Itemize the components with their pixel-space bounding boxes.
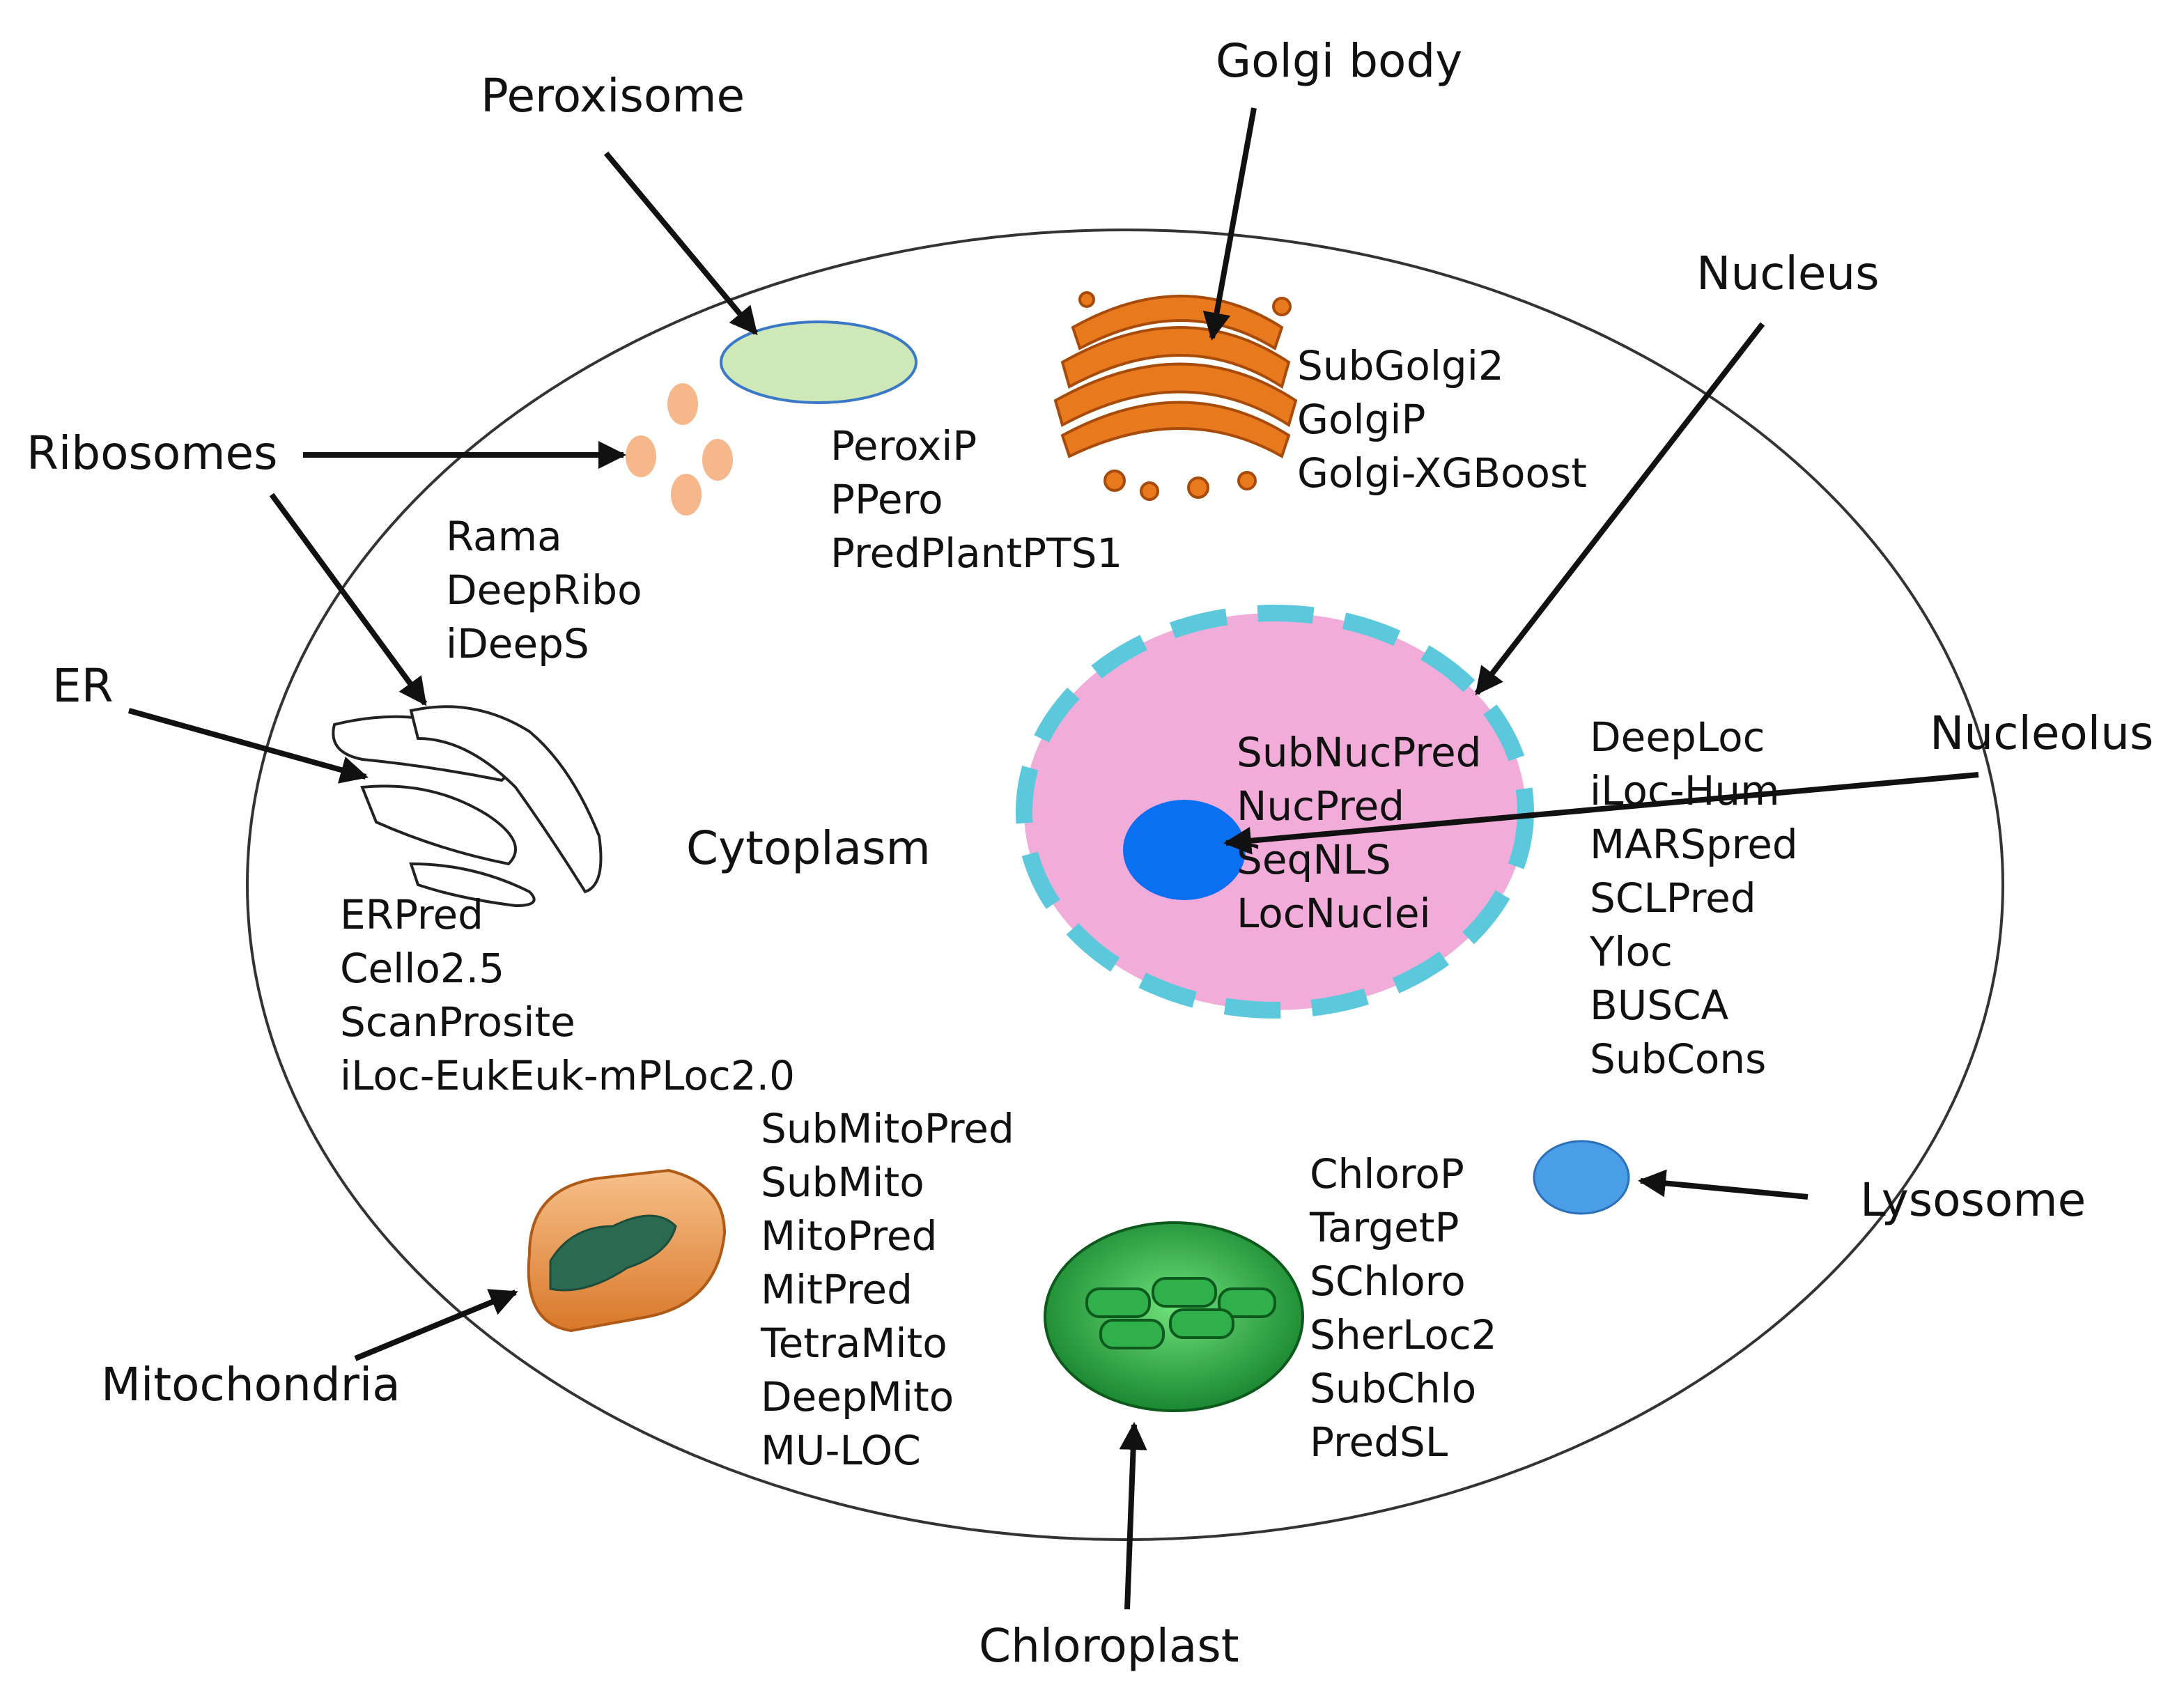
ribosomes-er-arrow — [269, 493, 428, 706]
ribosomes-tools: Rama DeepRibo iDeepS — [446, 513, 642, 667]
er-arrow — [127, 708, 369, 784]
nucleolus-tool: SubNucPred — [1237, 729, 1481, 776]
ribosomes-tool: DeepRibo — [446, 566, 642, 614]
peroxisome-tool: PPero — [830, 476, 943, 523]
mitochondria-tool: SubMito — [761, 1159, 924, 1206]
chloroplast-tool: PredSL — [1310, 1418, 1448, 1466]
nucleolus-tools: SubNucPred NucPred SeqNLS LocNuclei — [1237, 729, 1481, 937]
mitochondria-tool: MitoPred — [761, 1212, 937, 1260]
nucleus-tool: MARSpred — [1590, 821, 1798, 868]
er-label: ER — [52, 659, 114, 713]
mitochondria-tool: DeepMito — [761, 1373, 954, 1421]
nucleolus-tool: LocNuclei — [1237, 890, 1431, 937]
nucleus-tool: iLoc-Hum — [1590, 767, 1780, 814]
chloroplast-tools: ChloroP TargetP SChloro SherLoc2 SubChlo… — [1309, 1150, 1497, 1466]
chloroplast-tool: SChloro — [1310, 1257, 1466, 1305]
chloroplast-tool: ChloroP — [1310, 1150, 1464, 1198]
mitochondria-shape — [527, 1168, 727, 1333]
nucleus-arrow — [1474, 322, 1765, 696]
peroxisome-label: Peroxisome — [481, 69, 745, 123]
nucleus-tool: SubCons — [1590, 1035, 1766, 1083]
chloroplast-tool: SubChlo — [1310, 1365, 1476, 1412]
mitochondria-tool: MU-LOC — [761, 1427, 921, 1474]
er-shape — [332, 705, 603, 908]
er-tools: ERPred Cello2.5 ScanProsite iLoc-EukEuk-… — [340, 891, 795, 1099]
er-tool: ERPred — [340, 891, 483, 938]
nucleus-tool: SCLPred — [1590, 874, 1756, 922]
chloroplast-arrow — [1119, 1422, 1147, 1610]
cell-membrane — [246, 229, 2004, 1541]
peroxisome-tools: PeroxiP PPero PredPlantPTS1 — [830, 422, 1122, 577]
peroxisome-arrow — [603, 151, 759, 336]
nucleus-shape — [1016, 605, 1534, 1019]
nucleus-tool: DeepLoc — [1590, 713, 1765, 761]
mitochondria-tools: SubMitoPred SubMito MitoPred MitPred Tet… — [760, 1105, 1014, 1474]
arrows — [127, 107, 1979, 1610]
peroxisome-shape — [720, 320, 917, 404]
lysosome-label: Lysosome — [1860, 1173, 2086, 1227]
nucleus-label: Nucleus — [1696, 247, 1880, 300]
peroxisome-tool: PredPlantPTS1 — [830, 529, 1122, 577]
nucleolus-shape — [1123, 800, 1246, 900]
golgi-tool: GolgiP — [1297, 396, 1425, 443]
nucleolus-tool: NucPred — [1237, 782, 1404, 830]
nucleolus-arrow — [1223, 772, 1979, 855]
golgi-shape — [1053, 291, 1298, 501]
cytoplasm-label: Cytoplasm — [686, 821, 931, 875]
chloroplast-label: Chloroplast — [979, 1619, 1239, 1673]
ribosomes-tool: Rama — [446, 513, 562, 560]
er-tool: iLoc-EukEuk-mPLoc2.0 — [340, 1052, 795, 1099]
mitochondria-tool: SubMitoPred — [761, 1105, 1014, 1152]
chloroplast-shape — [1044, 1221, 1304, 1412]
golgi-tools: SubGolgi2 GolgiP Golgi-XGBoost — [1297, 342, 1587, 497]
golgi-tool: Golgi-XGBoost — [1297, 449, 1587, 497]
lysosome-arrow — [1638, 1169, 1809, 1200]
nucleolus-label: Nucleolus — [1930, 706, 2153, 760]
nucleus-tool: BUSCA — [1590, 982, 1729, 1029]
mitochondria-label: Mitochondria — [101, 1358, 401, 1411]
mitochondria-tool: MitPred — [761, 1266, 913, 1313]
mitochondria-arrow — [354, 1289, 518, 1361]
chloroplast-tool: TargetP — [1309, 1204, 1459, 1251]
nucleus-tools: DeepLoc iLoc-Hum MARSpred SCLPred Yloc B… — [1589, 713, 1798, 1083]
ribosomes-tool: iDeepS — [446, 620, 589, 667]
mitochondria-tool: TetraMito — [760, 1319, 947, 1367]
peroxisome-tool: PeroxiP — [830, 422, 977, 470]
golgi-tool: SubGolgi2 — [1297, 342, 1504, 389]
ribosomes-shape — [626, 383, 733, 516]
golgi-label: Golgi body — [1216, 34, 1462, 88]
chloroplast-tool: SherLoc2 — [1310, 1311, 1497, 1359]
lysosome-shape — [1533, 1140, 1630, 1215]
er-tool: ScanProsite — [340, 998, 575, 1046]
nucleus-tool: Yloc — [1589, 928, 1673, 975]
golgi-arrow — [1202, 107, 1257, 341]
er-tool: Cello2.5 — [340, 945, 504, 992]
nucleolus-tool: SeqNLS — [1237, 836, 1391, 883]
ribosomes-label: Ribosomes — [26, 426, 278, 480]
